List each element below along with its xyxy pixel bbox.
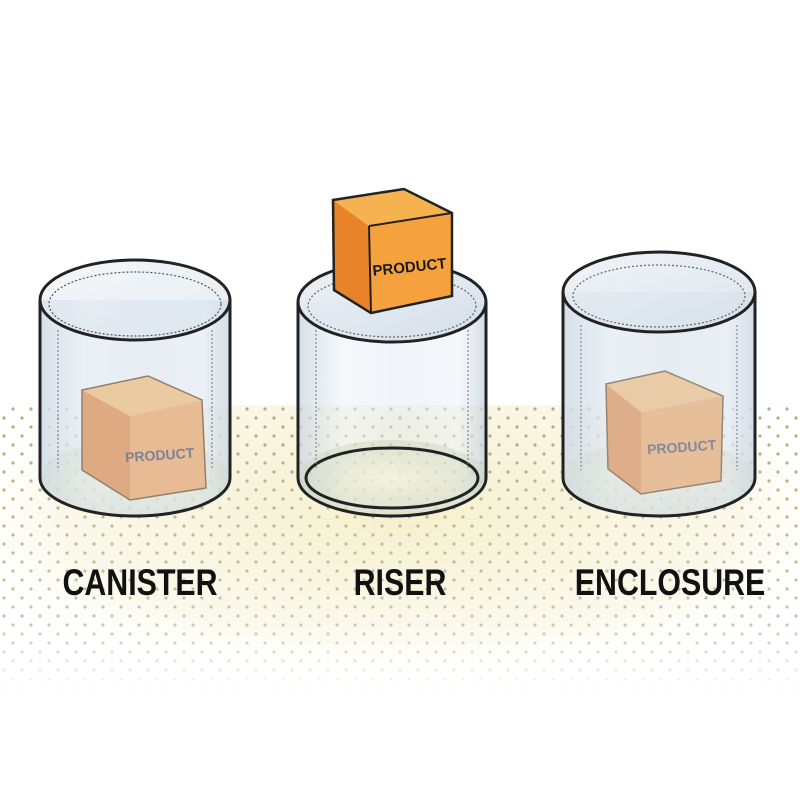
- product-box-icon: PRODUCT: [331, 187, 454, 315]
- product-label-canister: PRODUCT: [125, 445, 196, 466]
- canister-icon: PRODUCT: [38, 258, 232, 518]
- caption-canister: CANISTER: [62, 562, 218, 603]
- caption-riser: RISER: [353, 562, 447, 603]
- product-box-icon: PRODUCT: [605, 370, 724, 495]
- product-label-enclosure: PRODUCT: [647, 437, 718, 458]
- enclosure-icon: PRODUCT: [561, 250, 757, 518]
- caption-enclosure: ENCLOSURE: [574, 562, 766, 603]
- product-box-icon: PRODUCT: [81, 375, 207, 501]
- riser-icon: PRODUCT: [296, 187, 488, 518]
